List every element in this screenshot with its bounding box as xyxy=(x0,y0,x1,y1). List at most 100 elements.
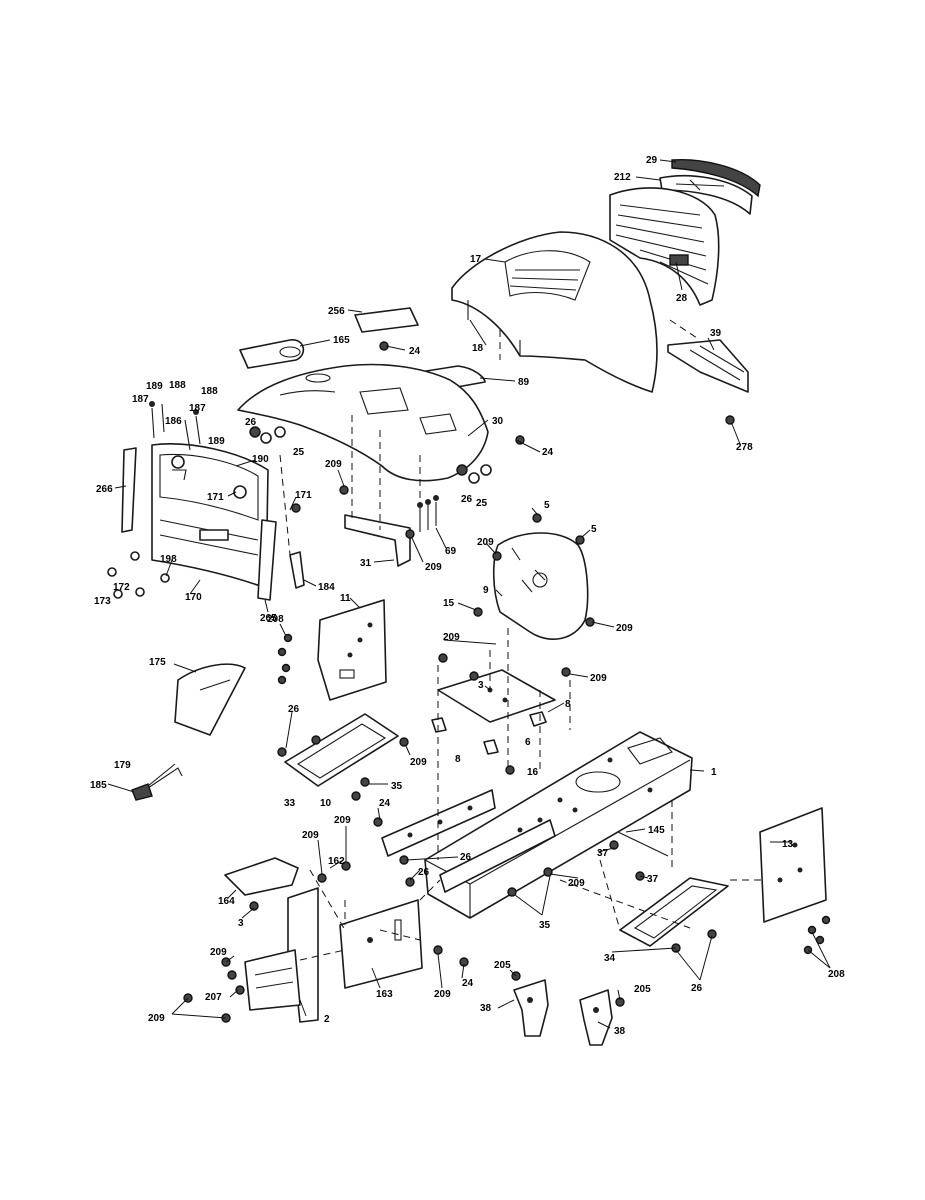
label-11: 11 xyxy=(340,593,351,604)
label-209-e: 209 xyxy=(443,632,460,643)
label-162: 162 xyxy=(328,856,345,867)
label-24-d: 24 xyxy=(462,978,474,989)
label-209-d: 209 xyxy=(616,623,633,634)
label-209-l: 209 xyxy=(148,1013,165,1024)
label-3-a: 3 xyxy=(478,680,484,691)
label-34: 34 xyxy=(604,953,616,964)
label-266: 266 xyxy=(96,484,113,495)
rods-187-189 xyxy=(149,401,201,451)
label-209-b: 209 xyxy=(477,537,494,548)
side-rail-266 xyxy=(121,447,137,533)
label-179: 179 xyxy=(114,760,131,771)
crossbar-145 xyxy=(617,831,669,857)
lens-212 xyxy=(659,175,753,215)
label-164: 164 xyxy=(218,896,235,907)
label-171-b: 171 xyxy=(207,492,224,503)
label-9: 9 xyxy=(483,585,489,596)
label-26-c: 26 xyxy=(288,704,300,715)
assembly-lines xyxy=(279,319,765,961)
label-187-b: 187 xyxy=(189,403,206,414)
label-187-a: 187 xyxy=(132,394,149,405)
main-frame-1 xyxy=(424,731,693,919)
label-188-a: 188 xyxy=(169,380,186,391)
label-165: 165 xyxy=(333,335,350,346)
label-26-d: 26 xyxy=(460,852,472,863)
label-1: 1 xyxy=(711,767,717,778)
label-209-i: 209 xyxy=(302,830,319,841)
label-35-a: 35 xyxy=(391,781,403,792)
label-207: 207 xyxy=(205,992,222,1003)
label-212: 212 xyxy=(614,172,631,183)
label-2: 2 xyxy=(324,1014,330,1025)
label-145: 145 xyxy=(648,825,665,836)
label-6: 6 xyxy=(525,737,531,748)
label-265: 265 xyxy=(260,613,277,624)
label-189-a: 189 xyxy=(146,381,163,392)
frame-rail-right xyxy=(439,819,556,893)
footrest-33 xyxy=(284,713,399,787)
part-labels: 29 212 28 17 18 256 165 24 89 189 188 18… xyxy=(90,155,845,1037)
bracket-38-right xyxy=(579,989,613,1046)
fasteners-25-26-left xyxy=(249,426,286,444)
label-13: 13 xyxy=(782,839,794,850)
cover-165 xyxy=(239,339,305,369)
label-30: 30 xyxy=(492,416,504,427)
label-35-b: 35 xyxy=(539,920,551,931)
footrest-34 xyxy=(619,877,729,947)
label-173: 173 xyxy=(94,596,111,607)
label-69: 69 xyxy=(445,546,457,557)
label-205-b: 205 xyxy=(634,984,651,995)
label-39: 39 xyxy=(710,328,722,339)
panel-13 xyxy=(759,807,827,923)
latch-190 xyxy=(171,455,247,499)
fasteners-26-right xyxy=(671,929,717,953)
label-278: 278 xyxy=(736,442,753,453)
leader-lines xyxy=(107,159,831,1029)
bracket-164 xyxy=(224,857,299,896)
label-170: 170 xyxy=(185,592,202,603)
label-26-e: 26 xyxy=(418,867,430,878)
grille-28 xyxy=(609,187,720,306)
label-208-a: 208 xyxy=(267,614,284,625)
label-3-b: 3 xyxy=(238,918,244,929)
fasteners-25-26-right xyxy=(456,464,492,484)
label-26-a: 26 xyxy=(245,417,257,428)
label-163: 163 xyxy=(376,989,393,1000)
steering-support-9 xyxy=(492,513,589,640)
label-25-b: 25 xyxy=(476,498,488,509)
crank-179 xyxy=(131,767,183,801)
fuel-cap-cover-256 xyxy=(354,307,419,333)
hood-17 xyxy=(451,231,658,393)
dash-bracket-31 xyxy=(344,514,411,567)
label-198: 198 xyxy=(160,554,177,565)
bracket-39 xyxy=(667,339,749,393)
clips-8 xyxy=(431,711,547,755)
label-24-b: 24 xyxy=(542,447,554,458)
label-189-b: 189 xyxy=(208,436,225,447)
label-24-c: 24 xyxy=(379,798,391,809)
label-24-a: 24 xyxy=(409,346,421,357)
label-38-a: 38 xyxy=(480,1003,492,1014)
panel-2 xyxy=(244,887,319,1023)
label-190: 190 xyxy=(252,454,269,465)
label-209-g: 209 xyxy=(410,757,427,768)
label-8-b: 8 xyxy=(455,754,461,765)
label-25-a: 25 xyxy=(293,447,305,458)
label-209-j: 209 xyxy=(568,878,585,889)
label-28: 28 xyxy=(676,293,688,304)
label-29: 29 xyxy=(646,155,658,166)
label-172: 172 xyxy=(113,582,130,593)
washers-198-172-173 xyxy=(107,551,170,599)
label-17: 17 xyxy=(470,254,482,265)
label-15: 15 xyxy=(443,598,455,609)
bracket-38-left xyxy=(513,979,549,1037)
label-5-b: 5 xyxy=(591,524,597,535)
label-186: 186 xyxy=(165,416,182,427)
side-rail-265 xyxy=(257,519,277,601)
screws-208-right xyxy=(803,915,831,955)
label-33: 33 xyxy=(284,798,296,809)
plate-163 xyxy=(339,899,423,989)
label-37-a: 37 xyxy=(597,848,609,859)
label-37-b: 37 xyxy=(647,874,659,885)
